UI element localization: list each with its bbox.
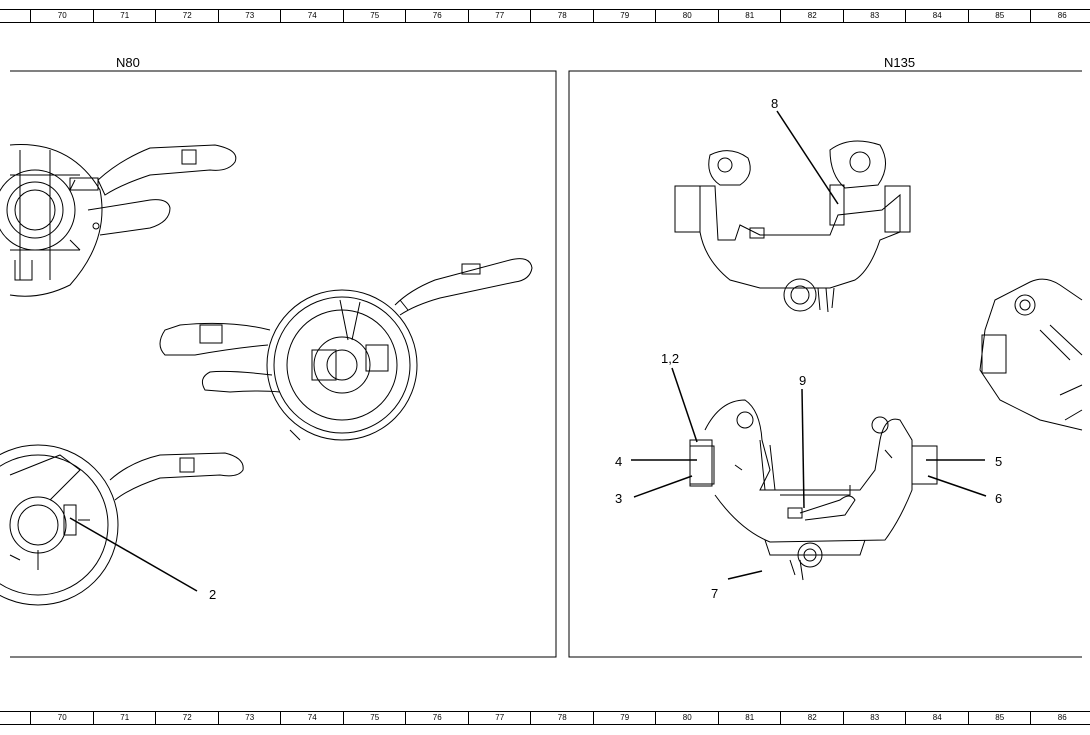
callout-label-9: 9 <box>799 373 806 388</box>
ruler-cell: 75 <box>342 711 407 725</box>
ruler-cell: 79 <box>592 711 657 725</box>
ruler-cell: 74 <box>280 711 344 725</box>
ruler-cell: 71 <box>92 9 157 23</box>
leader-line-3 <box>633 475 693 498</box>
leader-lines-n135 <box>631 110 987 580</box>
leader-line-8 <box>776 110 839 205</box>
ruler-cell: 80 <box>655 711 719 725</box>
ruler-cell: 72 <box>155 9 219 23</box>
callout-label-6: 6 <box>995 491 1002 506</box>
ruler-cell: 83 <box>842 9 907 23</box>
ruler-top-line <box>0 711 1090 712</box>
ruler-cell: 84 <box>905 711 969 725</box>
switch-module-bottom-view <box>689 399 938 581</box>
switch-module-side-view <box>979 278 1083 431</box>
leader-line-6 <box>927 475 987 497</box>
callout-label-7: 7 <box>711 586 718 601</box>
steering-column-switch-middle <box>159 258 533 441</box>
ruler-top-line <box>0 9 1090 10</box>
callout-label-8: 8 <box>771 96 778 111</box>
ruler-cell: 84 <box>905 9 969 23</box>
ruler-cell: 76 <box>405 9 469 23</box>
steering-column-switch-bottom <box>0 444 244 606</box>
leader-line-7 <box>727 570 763 580</box>
leader-line-1-2 <box>671 367 698 443</box>
ruler-cell: 73 <box>217 711 282 725</box>
steering-column-switch-top <box>0 144 237 297</box>
switch-module-top-view <box>674 140 911 313</box>
ruler-cell: 76 <box>405 711 469 725</box>
ruler-cell: 80 <box>655 9 719 23</box>
ruler-cell: 70 <box>30 9 94 23</box>
ruler-cell: 81 <box>717 9 782 23</box>
ruler-cell: 78 <box>530 711 594 725</box>
ruler-cell: 82 <box>780 9 844 23</box>
panel-frame-n80 <box>10 70 557 658</box>
ruler-cell: 77 <box>467 9 532 23</box>
panel-title-n135: N135 <box>884 55 916 70</box>
ruler-cell: 86 <box>1030 711 1090 725</box>
panel-frame-n135 <box>568 70 1082 658</box>
ruler-cell: 77 <box>467 711 532 725</box>
ruler-cell: 78 <box>530 9 594 23</box>
callout-label-1-2: 1,2 <box>661 351 679 366</box>
ruler-bottom-line <box>0 22 1090 23</box>
ruler-cell: 86 <box>1030 9 1090 23</box>
ruler-cell: 73 <box>217 9 282 23</box>
panel-title-n80: N80 <box>116 55 140 70</box>
ruler-cell: 83 <box>842 711 907 725</box>
ruler-cell: 71 <box>92 711 157 725</box>
leader-line-2 <box>69 517 198 592</box>
ruler-cell: 75 <box>342 9 407 23</box>
ruler-cell: 74 <box>280 9 344 23</box>
leader-line-9 <box>801 388 805 509</box>
ruler-cell: 79 <box>592 9 657 23</box>
ruler-cell: 82 <box>780 711 844 725</box>
ruler-cell: 70 <box>30 711 94 725</box>
ruler-cell: 72 <box>155 711 219 725</box>
callout-label-3: 3 <box>615 491 622 506</box>
callout-label-4: 4 <box>615 454 622 469</box>
ruler-cell: 81 <box>717 711 782 725</box>
ruler-cell: 85 <box>967 711 1032 725</box>
callout-label-5: 5 <box>995 454 1002 469</box>
ruler-cell: 85 <box>967 9 1032 23</box>
ruler-bottom-line <box>0 724 1090 725</box>
callout-label-2: 2 <box>209 587 216 602</box>
